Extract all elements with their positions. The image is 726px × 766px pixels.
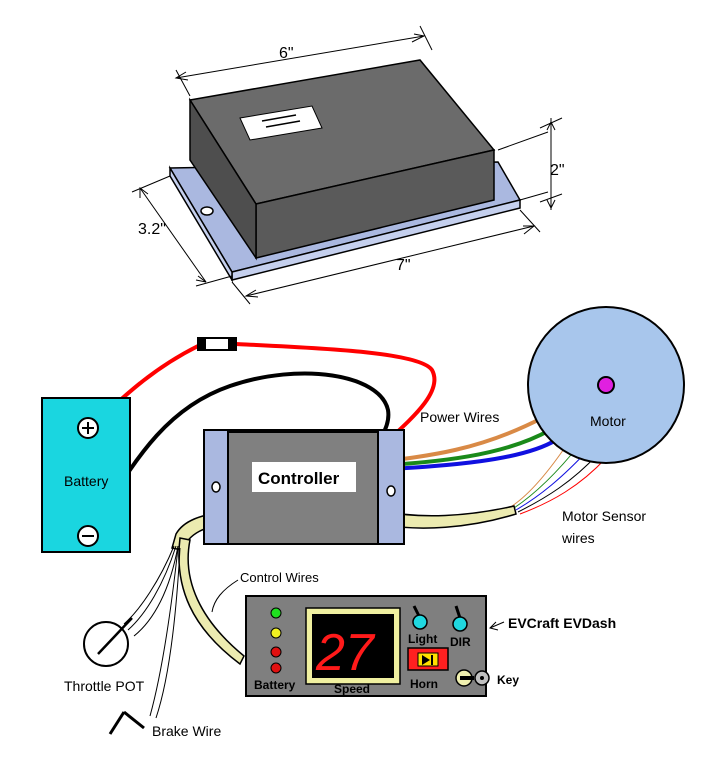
dim-plate-length-label: 7" — [396, 257, 411, 274]
battery-led-red-1 — [270, 646, 282, 658]
battery-led-red-2 — [270, 662, 282, 674]
dim-height-label: 2" — [550, 162, 565, 179]
box-side — [189, 97, 257, 261]
controller-label: Controller — [258, 469, 340, 488]
control-wires-pointer — [211, 579, 239, 613]
throttle-pot-label: Throttle POT — [64, 678, 145, 694]
motor-sensor-label-line2: wires — [561, 530, 595, 546]
dash-key-label: Key — [497, 673, 519, 687]
motor-shaft — [597, 376, 615, 394]
battery-label: Battery — [64, 473, 108, 489]
direction-toggle[interactable] — [452, 616, 468, 632]
light-toggle[interactable] — [412, 614, 428, 630]
dash-horn-label: Horn — [410, 677, 438, 691]
black-negative-wire — [88, 371, 391, 534]
battery-led-yellow — [270, 627, 282, 639]
mounting-hole — [200, 206, 214, 216]
motor-sensor-label-line1: Motor Sensor — [562, 508, 646, 524]
speed-display — [312, 614, 394, 678]
horn-icon — [422, 655, 430, 665]
speed-readout: 27 — [315, 624, 376, 682]
dash-battery-label: Battery — [254, 678, 296, 692]
sensor-harness — [377, 505, 517, 529]
motor-label: Motor — [590, 413, 626, 429]
evdash-pointer-arrow — [489, 621, 505, 629]
controller-mount-hole-left — [211, 481, 221, 493]
evdash-panel: Battery 27 Speed Light DIR Horn — [245, 595, 490, 697]
dash-light-label: Light — [408, 632, 437, 646]
controller-mount-hole-right — [386, 485, 396, 497]
dim-width-label: 6" — [279, 45, 294, 62]
dim-depth-label: 3.2" — [138, 221, 166, 238]
brake-wire-label: Brake Wire — [152, 723, 221, 739]
evdash-title: EVCraft EVDash — [508, 615, 616, 631]
box-label-plate — [239, 105, 323, 141]
battery-led-green — [270, 607, 282, 619]
power-wires-label: Power Wires — [420, 409, 499, 425]
motor: Motor — [527, 306, 685, 464]
throttle-pot: Throttle POT — [64, 617, 145, 694]
brake-switch: Brake Wire — [108, 710, 221, 739]
control-wires-label: Control Wires — [240, 570, 319, 585]
battery: Battery — [41, 397, 131, 553]
controller-dimension-drawing: 6" 2" 3.2" 7" — [131, 25, 565, 305]
dash-cable — [178, 537, 245, 666]
controller: Controller — [203, 429, 405, 545]
dash-speed-label: Speed — [334, 682, 370, 696]
dash-dir-label: DIR — [450, 635, 471, 649]
